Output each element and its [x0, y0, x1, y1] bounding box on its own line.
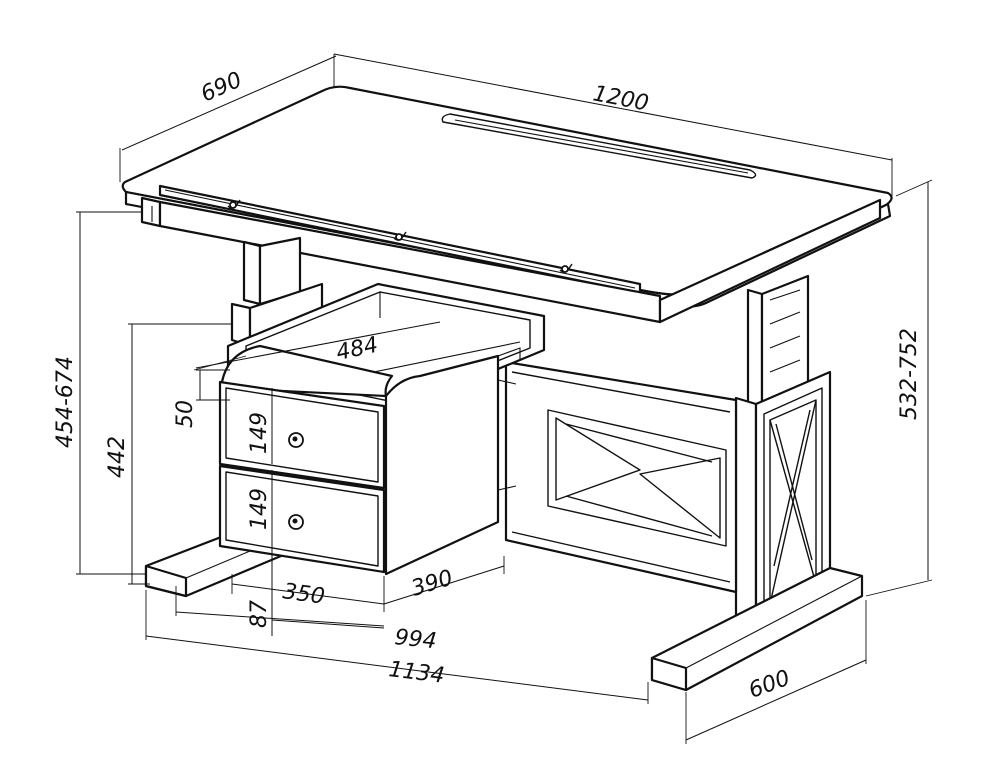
dim-overall-length: 1134: [387, 657, 446, 689]
cross-frame: [504, 360, 738, 594]
right-foot: [650, 566, 864, 692]
dim-base-depth: 600: [746, 666, 794, 704]
dim-height-left: 454-674: [53, 356, 78, 448]
drawer-unit: [218, 282, 546, 576]
dim-drawer-front-2: 149: [247, 488, 272, 530]
dim-drawer-base-width: 390: [408, 566, 455, 602]
dim-drawer-unit-height: 442: [105, 436, 130, 478]
dim-height-right: 532-752: [897, 328, 922, 420]
dim-drawer-floor-gap: 87: [247, 600, 272, 628]
dim-inner-leg-span: 994: [393, 625, 437, 654]
desk-apron: [140, 196, 882, 324]
dim-drawer-top-rim: 50: [173, 400, 198, 428]
drawer-knobs: [288, 432, 304, 530]
dim-top-width: 1200: [591, 81, 651, 116]
dim-drawer-base-depth: 350: [281, 579, 326, 610]
right-leg: [734, 274, 832, 628]
dim-top-depth: 690: [197, 68, 246, 108]
dim-drawer-front-1: 149: [247, 412, 272, 454]
hinge-clips: [227, 199, 573, 273]
dimension-lines: [76, 53, 933, 744]
